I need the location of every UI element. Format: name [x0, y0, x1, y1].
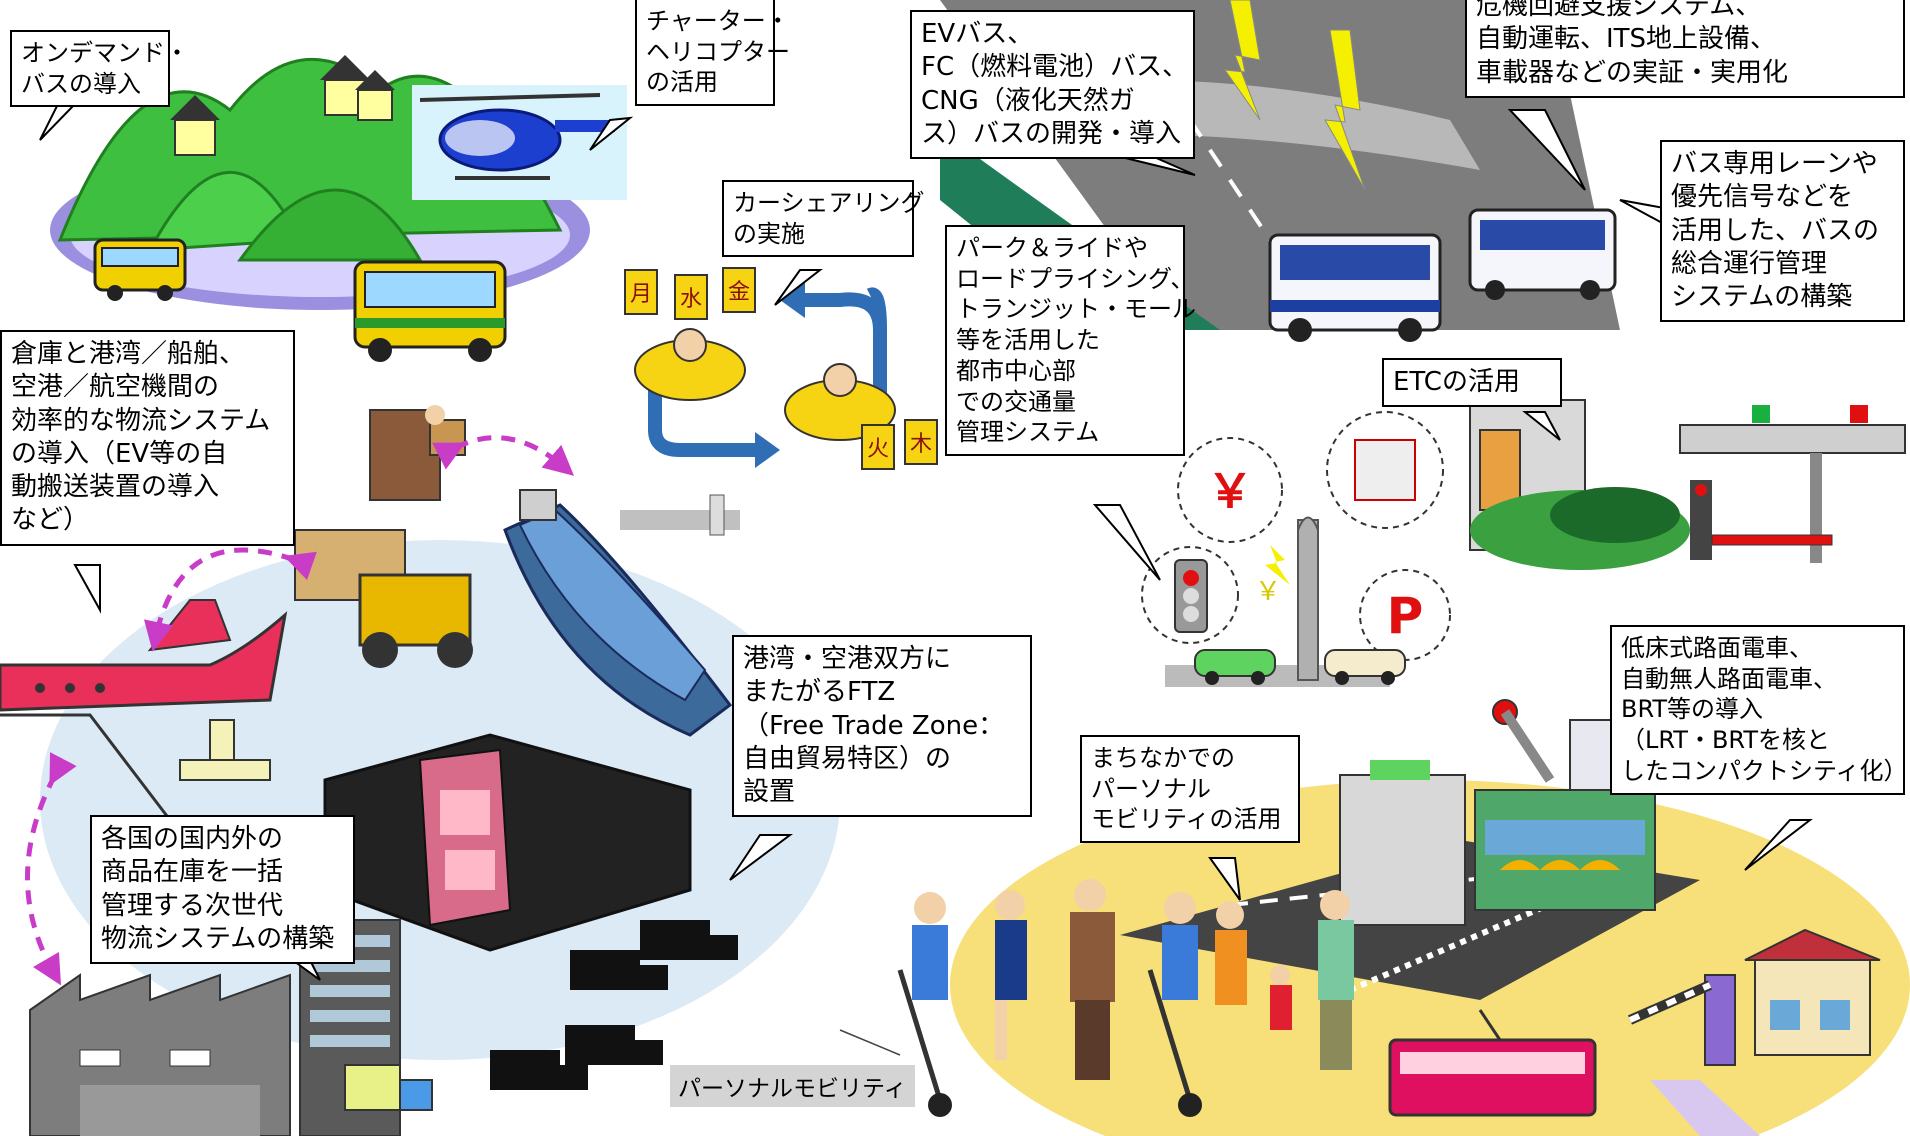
callout-personal-mobility: まちなかでの パーソナル モビリティの活用 [1080, 735, 1300, 844]
factory-illustration [29, 973, 291, 1136]
control-tower-icon [179, 719, 271, 781]
container-ship-illustration [503, 489, 740, 737]
parking-icon: P [1387, 587, 1424, 645]
callout-etc: ETCの活用 [1382, 358, 1562, 408]
flow-arrow [432, 435, 575, 476]
day-tag-label: 水 [680, 287, 702, 312]
truck-loading-illustration [369, 405, 466, 501]
callout-lrt-brt: 低床式路面電車、 自動無人路面電車、 BRT等の導入 （LRT・BRTを核と し… [1610, 625, 1908, 795]
traffic-jam-icon [1354, 439, 1416, 501]
logistics-scene [0, 405, 840, 1136]
day-tag-label: 金 [728, 280, 750, 305]
callout-inventory-system: 各国の国内外の 商品在庫を一括 管理する次世代 物流システムの構築 [90, 815, 355, 965]
house-icon [320, 55, 395, 121]
bus-icon [353, 260, 507, 362]
bus-icon [1468, 208, 1617, 300]
car-icon [1194, 649, 1276, 685]
person-icon [995, 890, 1027, 1060]
person-on-mobility-device [897, 892, 952, 1117]
bus-icon [93, 238, 187, 301]
car-sharing-diagram: 月 水 金 火 木 [624, 267, 938, 470]
railroad-crossing-icon [1627, 974, 1736, 1066]
personal-mobility-label: パーソナルモビリティ [670, 1065, 915, 1107]
family-group [1215, 890, 1354, 1070]
flow-arrow [25, 752, 77, 986]
station-house-illustration [1744, 928, 1881, 1056]
truck-icons-group [490, 920, 738, 1090]
tram-illustration [1388, 1009, 1597, 1117]
label-leader-line [839, 1029, 901, 1056]
day-tag-label: 火 [867, 437, 889, 462]
person-on-mobility-device [1147, 892, 1202, 1117]
callout-ev-bus: EVバス、 FC（燃料電池）バス、 CNG（液化天然ガ ス）バスの開発・導入 [910, 10, 1195, 160]
mall-building-illustration [1339, 699, 1656, 926]
house-icon [170, 95, 220, 156]
car-icon [1324, 649, 1406, 685]
car-icon [634, 328, 746, 401]
warehouse-building-illustration [323, 733, 692, 952]
etc-toll-gate-scene [1469, 399, 1906, 570]
pedestrians-group [839, 879, 1354, 1117]
day-tag-label: 木 [910, 432, 932, 457]
day-tag-label: 月 [630, 282, 652, 307]
delivery-truck-icon [344, 1064, 433, 1111]
small-yen-icon: ￥ [1255, 577, 1281, 607]
callout-its-systems: 危機回避支援システム、 自動運転、ITS地上設備、 車載器などの実証・実用化 [1465, 0, 1905, 98]
compact-city-scene [950, 699, 1910, 1136]
callout-ftz: 港湾・空港双方に またがるFTZ （Free Trade Zone： 自由貿易特… [732, 635, 1032, 818]
callout-logistics: 倉庫と港湾／船舶、 空港／航空機間の 効率的な物流システム の導入（EV等の自 … [0, 330, 295, 546]
person-icon [1070, 879, 1115, 1080]
callout-park-and-ride: パーク＆ライドや ロードプライシング、 トランジット・モール 等を活用した 都市… [945, 225, 1196, 457]
flow-arrow [143, 547, 317, 652]
traffic-light-icon [1174, 559, 1208, 633]
callout-on-demand-bus: オンデマンド・ バスの導入 [10, 30, 189, 108]
callout-charter-helicopter: チャーター・ ヘリコプター の活用 [635, 0, 790, 107]
calendar-tag-icon: 月 水 金 火 木 [624, 267, 938, 470]
traffic-management-scene: ￥ P ￥ [1141, 411, 1451, 687]
helicopter-illustration [412, 85, 627, 200]
yen-icon: ￥ [1207, 464, 1253, 518]
callout-car-sharing: カーシェアリング の実施 [722, 180, 925, 258]
bus-icon [1268, 233, 1442, 342]
callout-bus-lane: バス専用レーンや 優先信号などを 活用した、バスの 総合運行管理 システムの構築 [1660, 140, 1905, 323]
